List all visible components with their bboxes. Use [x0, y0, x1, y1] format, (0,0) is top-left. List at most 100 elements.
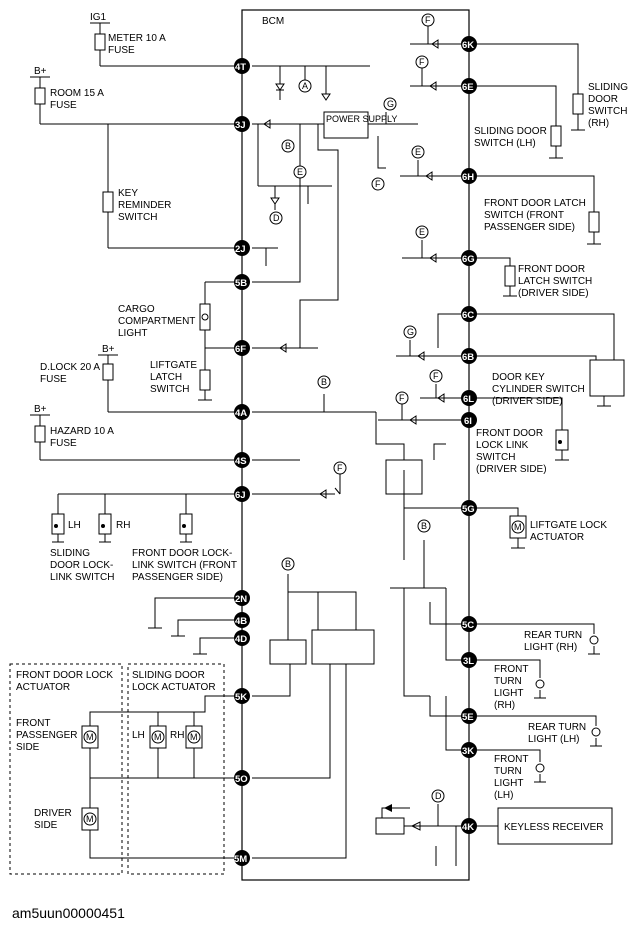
connector-5O: 5O [234, 770, 250, 786]
svg-text:6I: 6I [464, 416, 472, 427]
connector-6I: 6I [461, 412, 477, 428]
front-lock-link-pass-label-3: PASSENGER SIDE) [132, 572, 223, 583]
bcm-label: BCM [262, 16, 284, 27]
sliding-lock-link-label-1: SLIDING [50, 548, 90, 559]
key-reminder-label-1: KEY [118, 188, 138, 199]
svg-text:3L: 3L [463, 656, 474, 667]
svg-text:4B: 4B [235, 616, 247, 627]
connector-3J: 3J [234, 116, 250, 132]
connector-4S: 4S [234, 452, 250, 468]
svg-text:F: F [433, 371, 439, 381]
svg-text:6F: 6F [235, 344, 246, 355]
meter-fuse [94, 33, 106, 51]
svg-text:5E: 5E [462, 712, 474, 723]
connector-4A: 4A [234, 404, 250, 420]
svg-text:2N: 2N [235, 594, 247, 605]
liftgate-latch-switch [199, 369, 211, 391]
ref-D-2 [431, 789, 445, 803]
svg-text:A: A [302, 81, 308, 91]
room-fuse-label-2: FUSE [50, 100, 77, 111]
motor-m-rh: M [190, 732, 198, 742]
svg-text:E: E [415, 147, 421, 157]
room-fuse-label: ROOM 15 A [50, 88, 104, 99]
svg-text:2J: 2J [235, 244, 246, 255]
connector-6K: 6K [461, 36, 477, 52]
svg-text:6L: 6L [463, 394, 474, 405]
front-door-actuator-box [9, 663, 123, 875]
front-door-actuator-label-2: ACTUATOR [16, 682, 70, 693]
connector-6F: 6F [234, 340, 250, 356]
front-passenger-label-3: SIDE [16, 742, 40, 753]
lock-link-drv-label-1: FRONT DOOR [476, 428, 543, 439]
hazard-fuse-label: HAZARD 10 A [50, 426, 114, 437]
sliding-lh-label: LH [132, 730, 145, 741]
rear-lh-label-1: REAR TURN [528, 722, 586, 733]
svg-text:G: G [407, 327, 414, 337]
svg-text:4A: 4A [235, 408, 247, 419]
rear-rh-label-1: REAR TURN [524, 630, 582, 641]
front-rh-label-2: TURN [494, 676, 522, 687]
connector-6J: 6J [234, 486, 250, 502]
meter-fuse-label: METER 10 A [108, 33, 166, 44]
svg-text:6K: 6K [462, 40, 474, 51]
ref-G-1 [383, 97, 397, 111]
svg-text:F: F [375, 179, 381, 189]
svg-text:5M: 5M [234, 854, 247, 865]
connector-3K: 3K [461, 742, 477, 758]
svg-text:4D: 4D [235, 634, 247, 645]
room-bplus: B+ [34, 66, 47, 77]
rear-rh-label-2: LIGHT (RH) [524, 642, 577, 653]
sliding-rh-label-3: SWITCH [588, 106, 627, 117]
ref-F-6 [333, 461, 347, 475]
front-latch-drv-label-2: LATCH SWITCH [518, 276, 592, 287]
front-lock-link-pass [179, 513, 193, 535]
liftgate-latch-label-2: LATCH [150, 372, 182, 383]
svg-text:6E: 6E [462, 82, 474, 93]
svg-text:D: D [435, 791, 442, 801]
liftgate-actuator-label-1: LIFTGATE LOCK [530, 520, 607, 531]
svg-text:E: E [297, 167, 303, 177]
sliding-lh-label-1: SLIDING DOOR [474, 126, 547, 137]
motor-m-fp: M [86, 732, 94, 742]
lock-relay-1 [269, 639, 307, 665]
front-latch-drv-label-3: (DRIVER SIDE) [518, 288, 589, 299]
room-fuse [34, 87, 46, 105]
front-latch-pass-label-3: PASSENGER SIDE) [484, 222, 575, 233]
hazard-fuse [34, 425, 46, 443]
connector-6G: 6G [461, 250, 477, 266]
key-cyl-label-3: (DRIVER SIDE) [492, 396, 563, 407]
front-lock-link-pass-label-1: FRONT DOOR LOCK- [132, 548, 232, 559]
svg-text:3J: 3J [235, 120, 246, 131]
svg-text:B: B [285, 141, 291, 151]
connector-4D: 4D [234, 630, 250, 646]
svg-text:6H: 6H [462, 172, 474, 183]
front-lh-label-3: LIGHT [494, 778, 523, 789]
svg-text:5G: 5G [462, 504, 475, 515]
connector-5B: 5B [234, 274, 250, 290]
front-lh-label-2: TURN [494, 766, 522, 777]
front-lock-link-pass-label-2: LINK SWITCH (FRONT [132, 560, 237, 571]
svg-text:3K: 3K [462, 746, 474, 757]
sliding-door-actuator-label-2: LOCK ACTUATOR [132, 682, 216, 693]
sliding-lock-link-lh [51, 513, 65, 535]
ref-F-3 [371, 177, 385, 191]
svg-text:5K: 5K [235, 692, 247, 703]
front-latch-drv-switch [504, 265, 516, 287]
sliding-door-actuator-box [127, 663, 225, 875]
svg-text:6J: 6J [235, 490, 246, 501]
front-rh-label-4: (RH) [494, 700, 515, 711]
dlock-fuse-label-2: FUSE [40, 374, 67, 385]
ref-E-1 [293, 165, 307, 179]
connector-5G: 5G [461, 500, 477, 516]
connector-6C: 6C [461, 306, 477, 322]
dlock-bplus: B+ [102, 344, 115, 355]
front-latch-drv-label-1: FRONT DOOR [518, 264, 585, 275]
motor-m-drv: M [86, 814, 94, 824]
sliding-door-switch-rh [572, 93, 584, 115]
svg-text:4S: 4S [235, 456, 247, 467]
hazard-fuse-label-2: FUSE [50, 438, 77, 449]
driver-label-2: SIDE [34, 820, 58, 831]
ref-D-1 [269, 211, 283, 225]
power-supply-label: POWER SUPPLY [326, 114, 397, 124]
